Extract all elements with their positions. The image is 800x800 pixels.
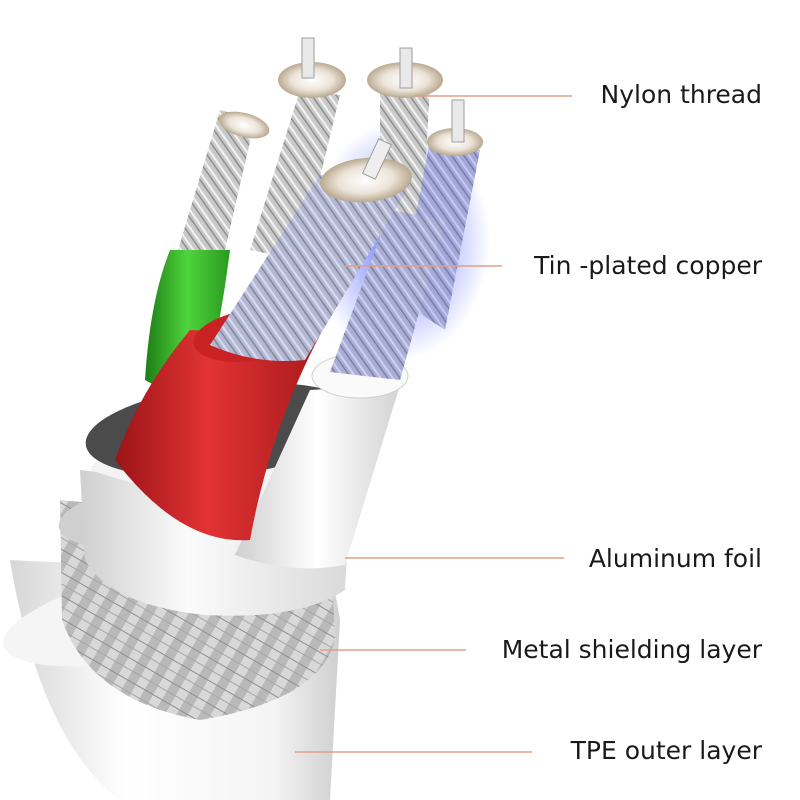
label-aluminum-foil: Aluminum foil (588, 544, 762, 573)
label-tpe-outer-layer: TPE outer layer (570, 736, 762, 765)
label-nylon-thread: Nylon thread (600, 80, 762, 109)
label-tin-plated-copper: Tin -plated copper (534, 251, 762, 280)
label-metal-shielding-layer: Metal shielding layer (501, 635, 762, 664)
leader-lines (295, 95, 572, 753)
front-conductor (210, 138, 412, 361)
white-wire (235, 210, 445, 569)
back-conductor-left (250, 37, 346, 260)
